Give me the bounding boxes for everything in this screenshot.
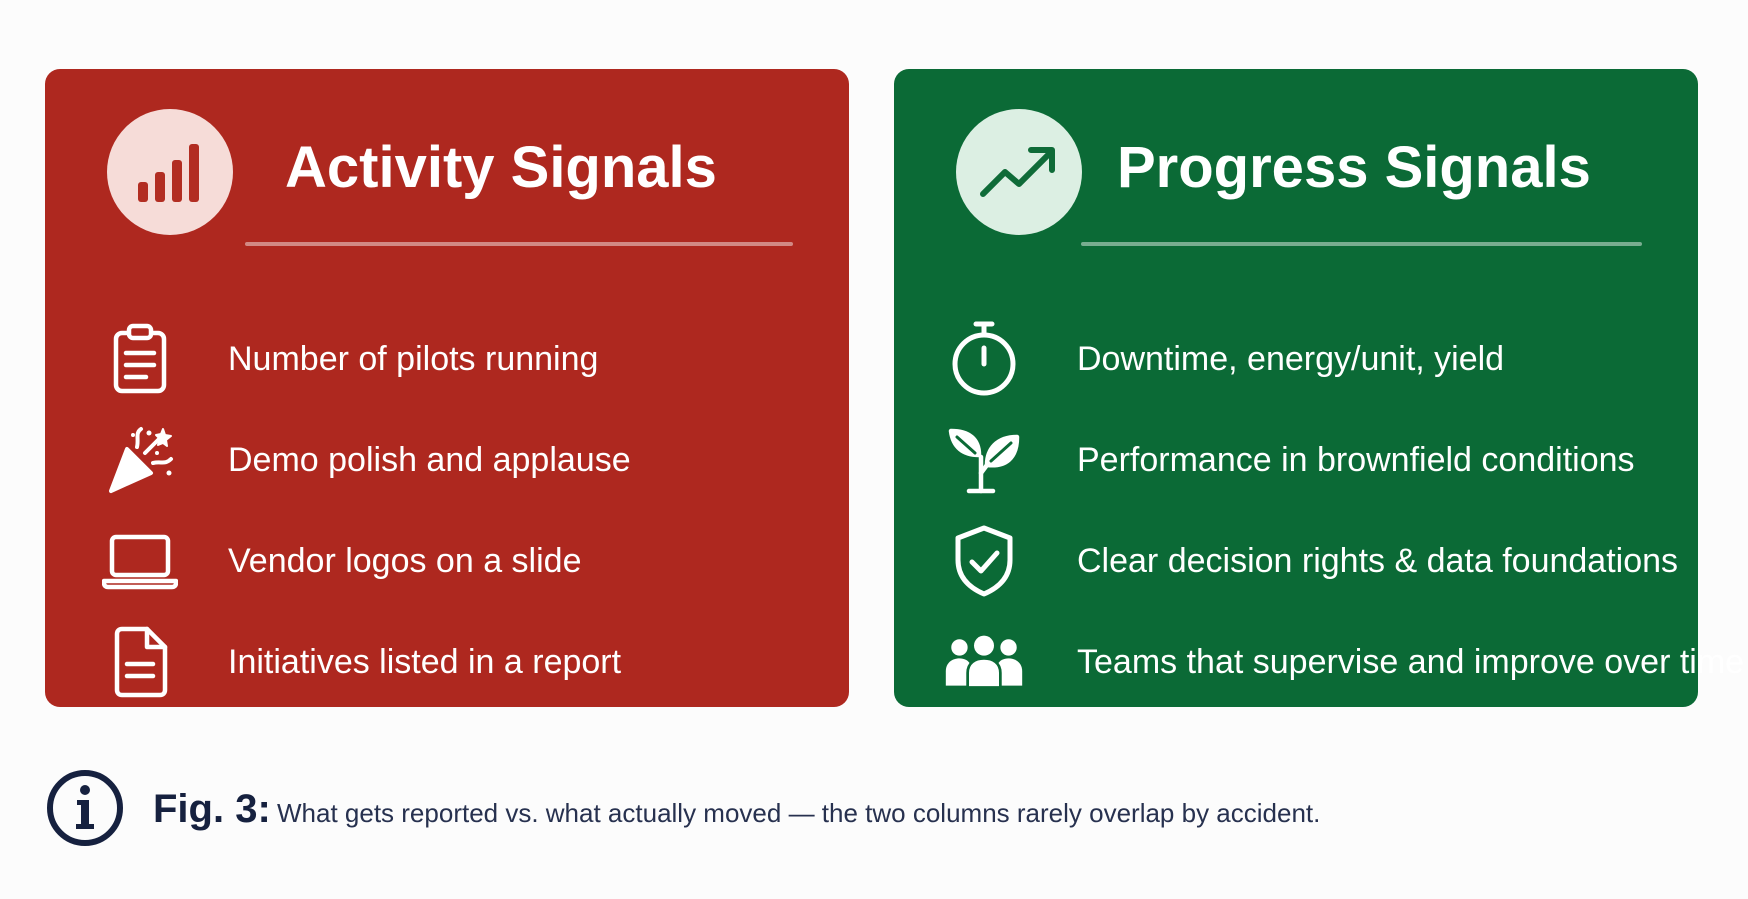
laptop-icon — [100, 521, 180, 601]
progress-item-label: Clear decision rights & data foundations — [1077, 542, 1679, 580]
activity-item: Number of pilots running — [45, 319, 849, 399]
progress-item: Teams that supervise and improve over ti… — [894, 622, 1744, 702]
figure-caption: Fig. 3: What gets reported vs. what actu… — [45, 768, 1645, 848]
progress-signals-panel: Progress Signals Downtime, energy/unit, … — [894, 69, 1744, 707]
progress-item: Clear decision rights & data foundations — [894, 521, 1698, 601]
sprout-icon — [944, 420, 1024, 500]
progress-item-label: Downtime, energy/unit, yield — [1077, 340, 1505, 378]
progress-item: Downtime, energy/unit, yield — [894, 319, 1698, 399]
stopwatch-icon — [944, 319, 1024, 399]
party-popper-icon — [100, 420, 180, 500]
activity-item-label: Vendor logos on a slide — [228, 542, 582, 580]
clipboard-icon — [100, 319, 180, 399]
activity-item-label: Demo polish and applause — [228, 441, 631, 479]
bar-chart-icon — [107, 109, 233, 235]
team-icon — [944, 622, 1024, 702]
activity-item-label: Initiatives listed in a report — [228, 643, 622, 681]
activity-item: Vendor logos on a slide — [45, 521, 849, 601]
activity-divider — [245, 242, 793, 246]
activity-item-label: Number of pilots running — [228, 340, 599, 378]
progress-item: Performance in brownfield conditions — [894, 420, 1698, 500]
activity-item: Initiatives listed in a report — [45, 622, 849, 702]
progress-signals-title: Progress Signals — [1117, 135, 1591, 200]
info-icon — [45, 768, 125, 848]
activity-signals-title: Activity Signals — [285, 135, 717, 200]
activity-signals-panel: Activity Signals Number of pilots runnin… — [45, 69, 849, 707]
figure-label: Fig. 3: — [153, 787, 271, 831]
activity-item: Demo polish and applause — [45, 420, 849, 500]
figure-caption-text: What gets reported vs. what actually mov… — [277, 798, 1321, 828]
progress-item-label: Teams that supervise and improve over ti… — [1077, 643, 1745, 681]
progress-item-label: Performance in brownfield conditions — [1077, 441, 1635, 479]
progress-divider — [1081, 242, 1642, 246]
trend-up-icon — [956, 109, 1082, 235]
document-icon — [100, 622, 180, 702]
shield-check-icon — [944, 521, 1024, 601]
